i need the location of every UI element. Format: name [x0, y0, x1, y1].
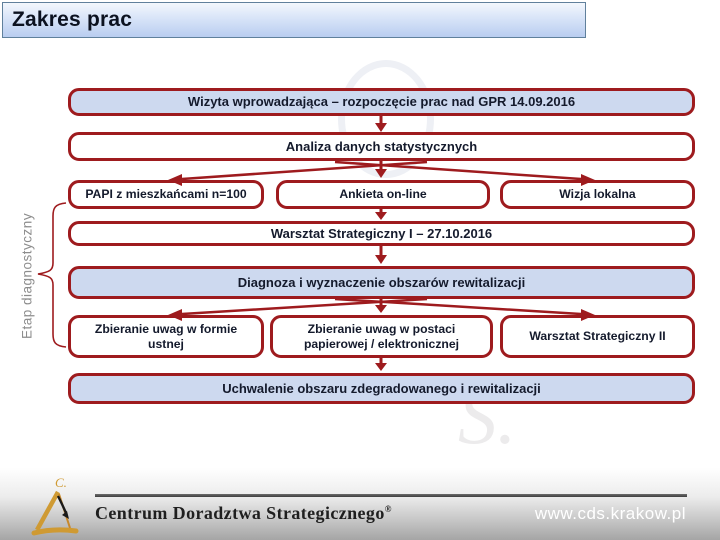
stage-label: Etap diagnostyczny: [19, 212, 35, 339]
flow-box-uwagi-ustne: Zbieranie uwag w formie ustnej: [68, 315, 264, 358]
flow-box-diagnoza: Diagnoza i wyznaczenie obszarów rewitali…: [68, 266, 695, 299]
flow-box-ankieta: Ankieta on-line: [276, 180, 490, 209]
website-url: www.cds.krakow.pl: [534, 504, 686, 523]
footer: C. Centrum Doradztwa Strategicznego® www…: [0, 468, 720, 540]
flow-box-warsztat-2: Warsztat Strategiczny II: [500, 315, 695, 358]
arrowhead-6: [375, 363, 387, 371]
brand-name: Centrum Doradztwa Strategicznego®: [95, 503, 392, 524]
slide-title: Zakres prac: [2, 2, 586, 38]
registered-mark: ®: [384, 504, 392, 514]
flow-box-analiza: Analiza danych statystycznych: [68, 132, 695, 161]
logo-letter: C.: [55, 475, 67, 490]
flow-box-papi: PAPI z mieszkańcami n=100: [68, 180, 264, 209]
arrow-diag-left-2: [181, 297, 428, 316]
arrowhead-3: [375, 212, 387, 220]
flow-box-uwagi-papierowe: Zbieranie uwag w postaci papierowej / el…: [270, 315, 493, 358]
flow-box-wizja: Wizja lokalna: [500, 180, 695, 209]
arrowhead-4: [375, 255, 387, 264]
stage-brace: [37, 202, 67, 348]
flow-box-wizyta: Wizyta wprowadzająca – rozpoczęcie prac …: [68, 88, 695, 116]
arrowhead-5: [375, 305, 387, 313]
footer-divider: [95, 494, 687, 497]
flow-box-warsztat-1: Warsztat Strategiczny I – 27.10.2016: [68, 221, 695, 246]
cds-logo-icon: C.: [31, 475, 79, 536]
flow-box-uchwalenie: Uchwalenie obszaru zdegradowanego i rewi…: [68, 373, 695, 404]
brand-text: Centrum Doradztwa Strategicznego: [95, 503, 385, 523]
arrow-diag-right-2: [334, 297, 582, 316]
